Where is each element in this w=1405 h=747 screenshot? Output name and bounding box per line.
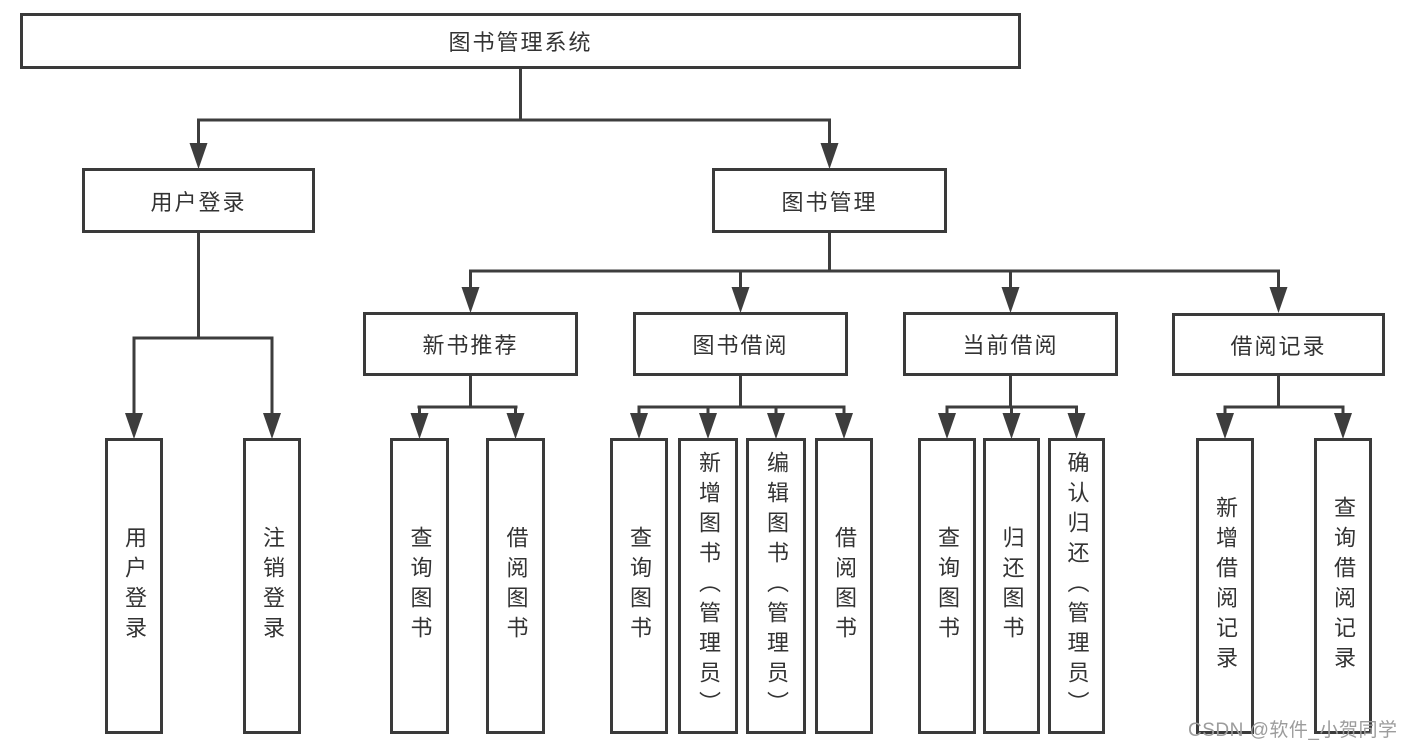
- leaf-label: 查询图书: [627, 526, 652, 646]
- node-label: 图书借阅: [692, 333, 789, 358]
- leaf-label: 借阅图书: [832, 526, 857, 646]
- leaf-query-books-recommend: 查询图书: [390, 438, 449, 734]
- leaf-user-login: 用户登录: [105, 438, 163, 734]
- leaf-label: 借阅图书: [503, 526, 529, 646]
- csdn-watermark: CSDN @软件_小贺同学: [1188, 720, 1398, 741]
- leaf-query-borrow-record: 查询借阅记录: [1314, 438, 1372, 734]
- node-label: 新书推荐: [422, 333, 519, 358]
- leaf-return-book: 归还图书: [983, 438, 1040, 734]
- leaf-label: 确认归还（管理员）: [1064, 451, 1090, 721]
- node-label: 当前借阅: [962, 333, 1059, 358]
- node-new-book-recommendation: 新书推荐: [363, 312, 578, 376]
- leaf-label: 新增图书（管理员）: [696, 451, 721, 721]
- node-borrowing-records: 借阅记录: [1172, 313, 1385, 376]
- node-label: 借阅记录: [1230, 333, 1327, 359]
- node-book-borrowing: 图书借阅: [633, 312, 848, 376]
- node-user-login: 用户登录: [82, 168, 315, 233]
- leaf-label: 编辑图书（管理员）: [764, 451, 789, 721]
- leaf-borrow-books: 借阅图书: [815, 438, 873, 734]
- node-library-management-system: 图书管理系统: [20, 13, 1021, 69]
- node-current-borrowing: 当前借阅: [903, 312, 1118, 376]
- leaf-edit-book-admin: 编辑图书（管理员）: [746, 438, 806, 734]
- leaf-query-books-current: 查询图书: [918, 438, 976, 734]
- leaf-label: 用户登录: [122, 526, 147, 646]
- leaf-query-books-borrowing: 查询图书: [610, 438, 668, 734]
- node-label: 图书管理系统: [448, 30, 593, 55]
- node-label: 图书管理: [781, 189, 878, 215]
- leaf-label: 归还图书: [999, 526, 1025, 646]
- leaf-label: 查询图书: [935, 526, 960, 646]
- node-book-management: 图书管理: [712, 168, 947, 233]
- leaf-label: 新增借阅记录: [1213, 496, 1238, 676]
- leaf-logout-login: 注销登录: [243, 438, 301, 734]
- leaf-label: 查询图书: [407, 526, 433, 646]
- leaf-borrow-books-recommend: 借阅图书: [486, 438, 545, 734]
- leaf-add-borrow-record: 新增借阅记录: [1196, 438, 1254, 734]
- arrow-heads: [125, 143, 1352, 439]
- leaf-label: 查询借阅记录: [1331, 496, 1356, 676]
- leaf-confirm-return-admin: 确认归还（管理员）: [1048, 438, 1105, 734]
- tree-edges: [132, 69, 1345, 416]
- leaf-label: 注销登录: [260, 526, 285, 646]
- leaf-add-book-admin: 新增图书（管理员）: [678, 438, 738, 734]
- node-label: 用户登录: [150, 189, 247, 215]
